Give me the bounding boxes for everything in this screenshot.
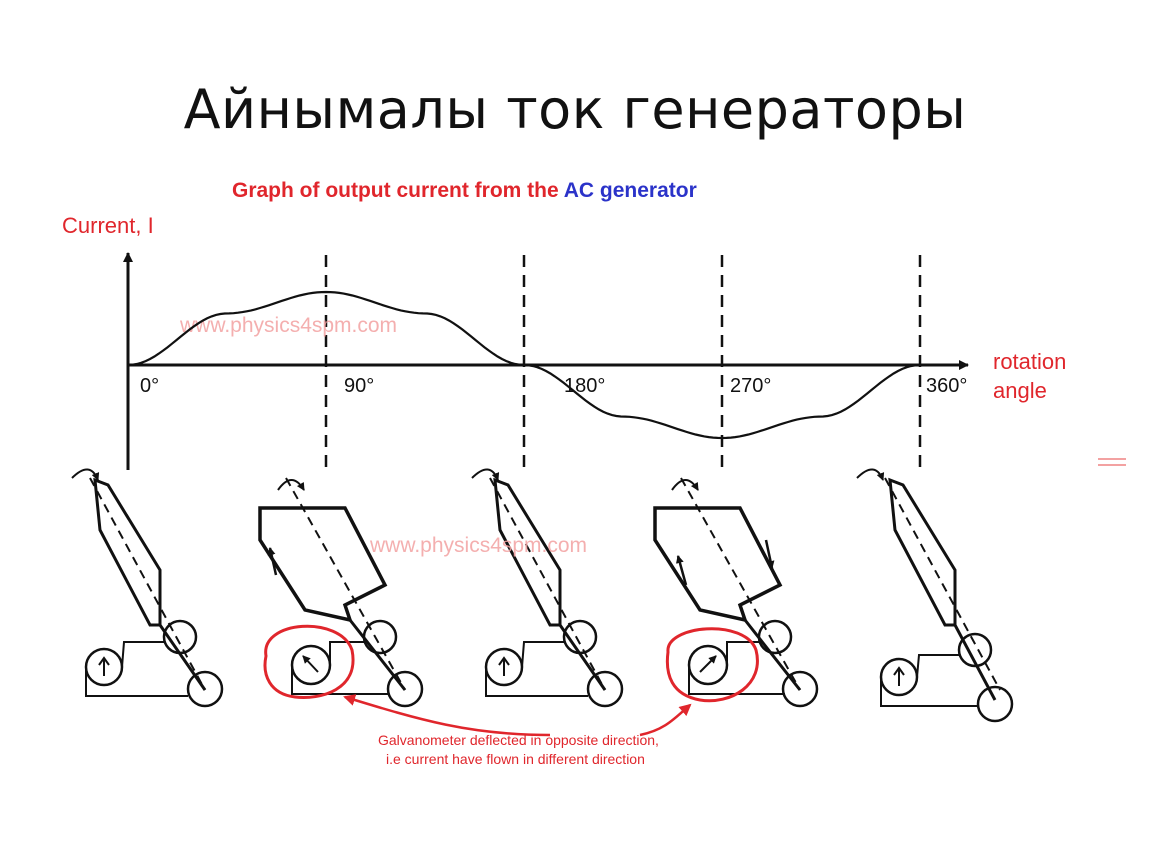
tick-labels: 0° 90° 180° 270° 360° <box>140 375 967 397</box>
annotation-line2: i.e current have flown in different dire… <box>386 751 645 767</box>
highlight-circle-270deg <box>665 627 759 703</box>
coil-270deg <box>653 477 819 708</box>
tick-label-0deg: 0° <box>140 375 159 397</box>
graph-title: Graph of output current from the AC gene… <box>232 179 697 202</box>
annotation-arrow-left <box>343 694 551 737</box>
y-axis-label: Current, I <box>62 213 154 238</box>
tick-label-270deg: 270° <box>730 375 771 397</box>
annotation-line1: Galvanometer deflected in opposite direc… <box>378 732 659 748</box>
angle-gridlines <box>324 255 922 472</box>
coil-illustrations <box>71 468 1014 723</box>
tick-label-180deg: 180° <box>564 375 605 397</box>
graph-title-accent: AC <box>564 179 594 202</box>
tick-label-360deg: 360° <box>926 375 967 397</box>
watermark-bottom: www.physics4spm.com <box>369 534 587 557</box>
highlight-circle-90deg <box>263 624 355 699</box>
tick-label-90deg: 90° <box>344 375 374 397</box>
current-curve <box>127 290 921 440</box>
coil-0deg <box>71 468 224 708</box>
x-axis-label-line2: angle <box>993 378 1047 403</box>
coil-360deg <box>856 468 1014 723</box>
watermark-top: www.physics4spm.com <box>179 314 397 337</box>
coil-90deg <box>258 477 424 708</box>
annotation-arrow-right <box>639 703 692 737</box>
graph-title-part2: generator <box>594 179 697 202</box>
x-axis-label-line1: rotation <box>993 349 1066 374</box>
graph-title-part1: Graph of output current from the <box>232 179 564 202</box>
coil-180deg <box>471 468 624 708</box>
slide-title: Айнымалы ток генераторы <box>183 78 967 141</box>
